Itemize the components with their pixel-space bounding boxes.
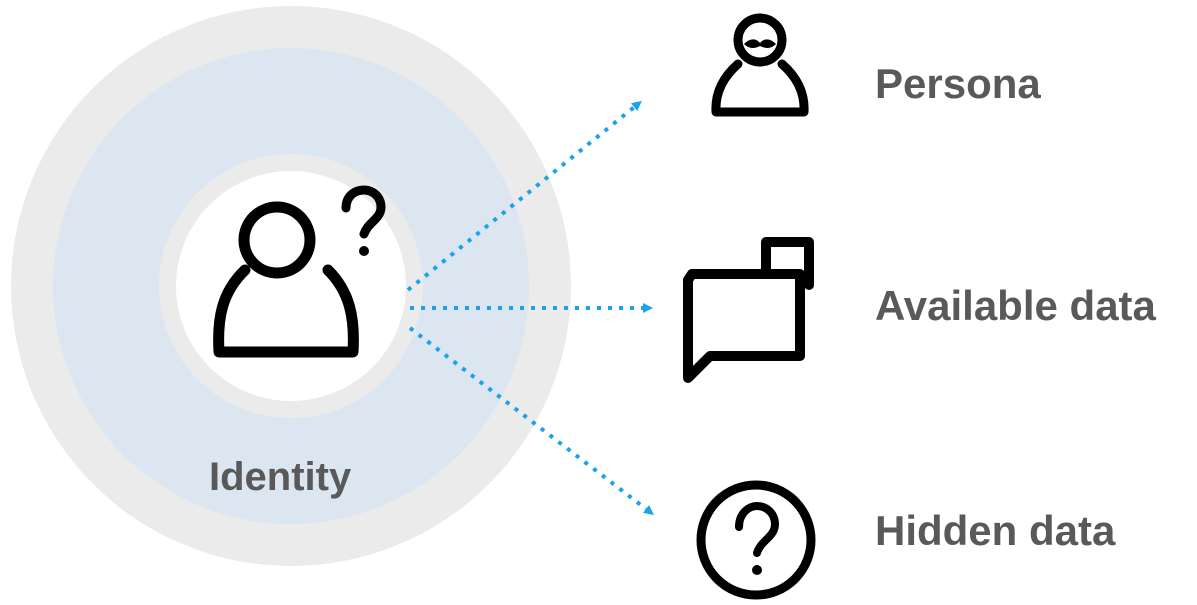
hidden-data-label: Hidden data [875, 507, 1116, 554]
arrows [406, 100, 654, 516]
persona-label: Persona [875, 60, 1041, 107]
chat-bubbles-icon [683, 237, 814, 383]
identity-label: Identity [209, 455, 352, 499]
user-question-icon [213, 185, 386, 358]
available-data-label: Available data [875, 282, 1156, 329]
mustache-icon [744, 39, 776, 48]
user-mustache-icon [711, 13, 809, 117]
question-circle-icon [696, 480, 816, 600]
